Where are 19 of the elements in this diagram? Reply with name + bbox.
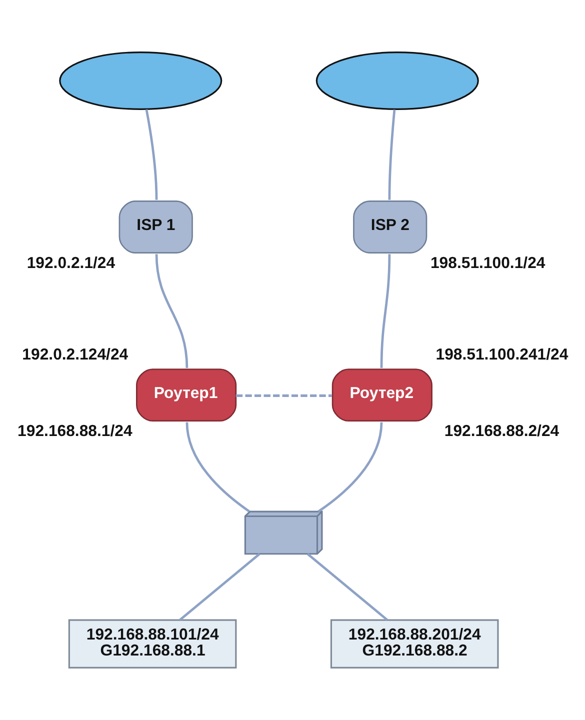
node-label: 192.0.2.1/24 [26, 255, 116, 272]
node-cloud [59, 52, 222, 110]
node-label: 192.168.88.2/24 [444, 423, 560, 440]
node-cloud [316, 52, 479, 110]
connector [155, 254, 188, 368]
connector [318, 422, 383, 512]
connector [179, 553, 260, 621]
node-box: 192.168.88.201/24 G192.168.88.2 [330, 619, 499, 668]
node-label: 192.168.88.1/24 [18, 423, 132, 440]
connector [236, 394, 332, 398]
node-label: 198.51.100.241/24 [436, 346, 568, 364]
node-label: 192.0.2.124/24 [22, 346, 128, 364]
connector [388, 110, 396, 200]
node-label: 198.51.100.1/24 [430, 255, 546, 272]
connector [306, 553, 388, 621]
connector [145, 109, 158, 200]
node-box: 192.168.88.101/24 G192.168.88.1 [68, 619, 237, 668]
connector [186, 422, 250, 512]
connector [380, 254, 391, 368]
